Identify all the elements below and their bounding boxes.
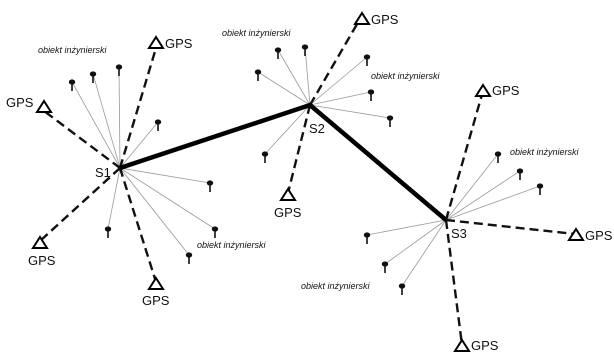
gps-label: GPS	[142, 293, 170, 308]
object-marker	[301, 44, 309, 56]
object-marker	[274, 47, 282, 59]
object-marker	[381, 261, 389, 273]
station-label-s3: S3	[451, 226, 467, 241]
object-label: obiekt inżynierski	[197, 240, 267, 250]
object-marker	[68, 79, 76, 91]
object-marker	[363, 232, 371, 244]
gps-triangle-icon	[567, 227, 585, 241]
object-labels: obiekt inżynierski obiekt inżynierski ob…	[38, 28, 580, 291]
object-label: obiekt inżynierski	[371, 71, 441, 81]
object-label: obiekt inżynierski	[301, 281, 371, 291]
object-marker	[104, 226, 112, 238]
gps-label: GPS	[274, 205, 302, 220]
gps-triangle-icon	[474, 83, 492, 97]
object-marker	[398, 283, 406, 295]
gps-triangle-icon	[147, 35, 165, 49]
object-marker	[363, 54, 371, 66]
object-markers	[68, 44, 544, 295]
observation-rays	[71, 46, 541, 287]
object-marker	[185, 252, 193, 264]
object-label: obiekt inżynierski	[38, 45, 108, 55]
object-marker	[89, 71, 97, 83]
gps-points	[31, 11, 585, 352]
object-marker	[261, 151, 269, 163]
station-label-s2: S2	[309, 121, 325, 136]
gps-triangle-icon	[31, 235, 49, 249]
gps-label: GPS	[585, 228, 613, 243]
object-label: obiekt inżynierski	[510, 147, 580, 157]
object-marker	[115, 64, 123, 76]
object-marker	[254, 69, 262, 81]
object-marker	[516, 168, 524, 180]
traverse-line	[119, 102, 448, 222]
gps-label: GPS	[165, 36, 193, 51]
gps-triangle-icon	[453, 338, 471, 352]
station-labels: S1 S2 S3	[95, 121, 467, 241]
gps-label: GPS	[6, 95, 34, 110]
gps-triangle-icon	[147, 276, 165, 290]
station-label-s1: S1	[95, 165, 111, 180]
gps-labels: GPS GPS GPS GPS GPS GPS GPS GPS GPS	[6, 12, 613, 353]
gps-label: GPS	[471, 338, 499, 353]
gps-triangle-icon	[279, 187, 297, 201]
object-marker	[494, 151, 502, 163]
object-marker	[211, 226, 219, 238]
gps-triangle-icon	[353, 11, 371, 25]
gps-links	[39, 18, 576, 346]
object-marker	[367, 89, 375, 101]
object-marker	[386, 115, 394, 127]
gps-label: GPS	[28, 253, 56, 268]
object-marker	[206, 180, 214, 192]
gps-label: GPS	[492, 83, 520, 98]
object-marker	[154, 119, 162, 131]
gps-triangle-icon	[35, 99, 53, 113]
object-label: obiekt inżynierski	[222, 28, 292, 38]
object-marker	[536, 183, 544, 195]
gps-label: GPS	[371, 12, 399, 27]
